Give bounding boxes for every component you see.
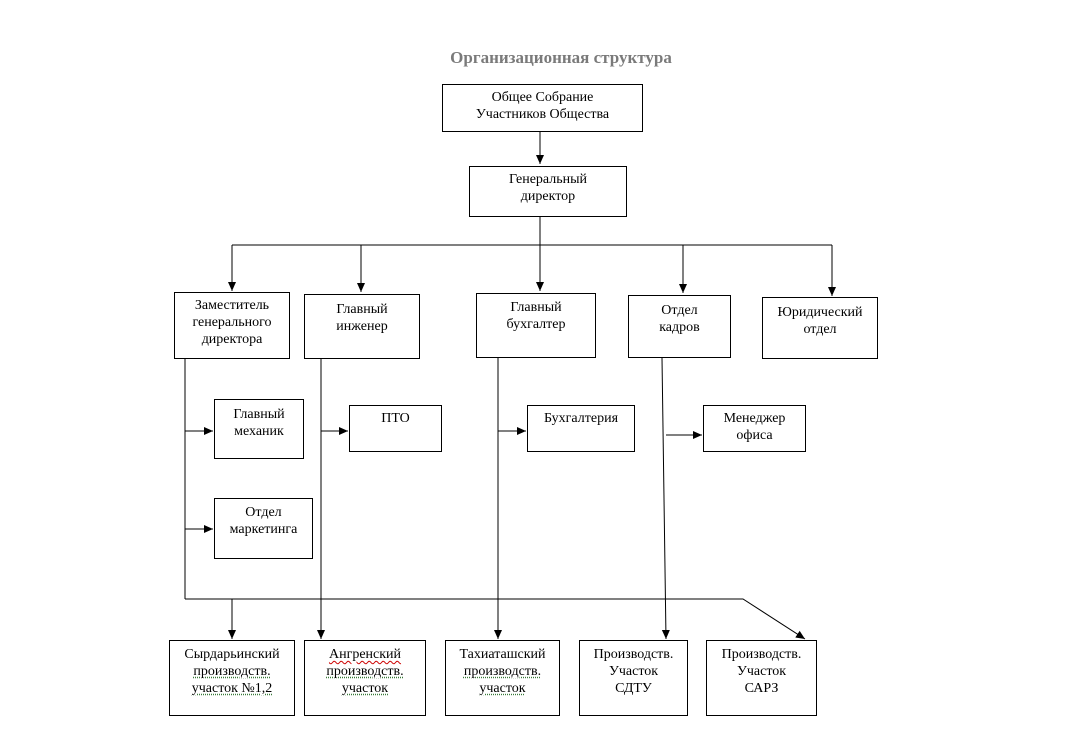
site-syrdarya-line-2: производств.: [193, 664, 271, 679]
site-syrdarya-line-1: Сырдарьинский: [184, 647, 280, 662]
node-chief-engineer: Главный инженер: [304, 294, 420, 359]
site-angren-line-1: Ангренский: [328, 647, 402, 662]
node-general-director: Генеральный директор: [469, 166, 627, 217]
site-syrdarya-line-3: участок №1,2: [191, 681, 273, 696]
node-site-sdtu: Производств. Участок СДТУ: [579, 640, 688, 716]
site-angren-line-3: участок: [341, 681, 389, 696]
site-angren-line-2: производств.: [326, 664, 404, 679]
node-marketing: Отдел маркетинга: [214, 498, 313, 559]
chart-title: Организационная структура: [450, 48, 672, 67]
node-office-manager: Менеджер офиса: [703, 405, 806, 452]
node-site-takhiatash: Тахиаташский производств. участок: [445, 640, 560, 716]
node-accounting: Бухгалтерия: [527, 405, 635, 452]
node-site-sarz: Производств. Участок САРЗ: [706, 640, 817, 716]
site-takhiatash-line-2: производств.: [463, 664, 542, 679]
node-pto: ПТО: [349, 405, 442, 452]
node-hr-department: Отдел кадров: [628, 295, 731, 358]
node-legal-department: Юридический отдел: [762, 297, 878, 359]
node-chief-mechanic: Главный механик: [214, 399, 304, 459]
site-takhiatash-line-3: участок: [479, 681, 526, 696]
node-site-angren: Ангренский производств. участок: [304, 640, 426, 716]
link-deputy-sarz: [185, 598, 806, 640]
node-general-meeting: Общее Собрание Участников Общества: [442, 84, 643, 132]
site-takhiatash-line-1: Тахиаташский: [459, 647, 546, 662]
node-deputy-director: Заместитель генерального директора: [174, 292, 290, 359]
link-hr-sdtu: [661, 357, 670, 640]
node-chief-accountant: Главный бухгалтер: [476, 293, 596, 358]
node-site-syrdarya: Сырдарьинский производств. участок №1,2: [169, 640, 295, 716]
